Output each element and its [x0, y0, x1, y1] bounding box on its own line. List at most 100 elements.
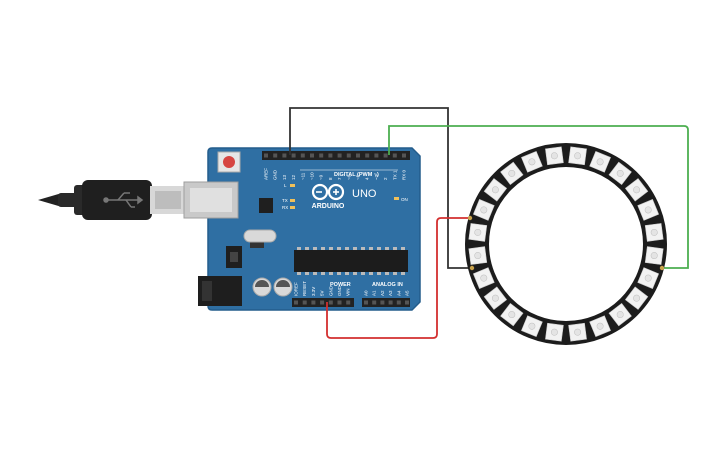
header-pin-hole[interactable] — [320, 300, 325, 305]
neopixel-led — [568, 146, 587, 166]
neopixel-led-lens — [491, 294, 499, 302]
neopixel-led — [644, 246, 664, 265]
usb-cable[interactable] — [38, 180, 186, 220]
chip-pin — [345, 247, 349, 250]
header-pin-hole[interactable] — [264, 153, 268, 158]
header-pin-hole[interactable] — [319, 153, 324, 158]
neopixel-led-lens — [474, 252, 482, 260]
neopixel-ring[interactable] — [465, 143, 667, 345]
wire-5v-red[interactable] — [326, 217, 470, 339]
ring-pad-data-in[interactable] — [659, 265, 665, 271]
analog-header — [362, 298, 410, 307]
neopixel-led — [472, 199, 495, 221]
chip-pin — [305, 272, 309, 275]
neopixel-led — [637, 199, 660, 221]
neopixel-led — [468, 246, 488, 265]
usb-cable-tail — [38, 193, 62, 207]
header-pin-hole[interactable] — [273, 153, 278, 158]
header-pin-hole[interactable] — [380, 300, 385, 305]
header-pin-hole[interactable] — [291, 153, 296, 158]
neopixel-led-lens — [480, 206, 488, 214]
header-pin-hole[interactable] — [300, 153, 305, 158]
neopixel-led-lens — [644, 206, 652, 214]
neopixel-led-lens — [574, 152, 582, 160]
neopixel-led-lens — [550, 328, 558, 336]
neopixel-led-lens — [650, 228, 658, 236]
pin-label: ~6 — [346, 174, 351, 180]
neopixel-led-lens — [596, 158, 604, 166]
neopixel-led — [644, 223, 664, 242]
pin-label: 12 — [291, 174, 296, 180]
pin-label: AREF — [264, 168, 269, 180]
neopixel-led — [521, 150, 543, 173]
header-pin-hole[interactable] — [311, 300, 316, 305]
header-pin-hole[interactable] — [383, 153, 388, 158]
reset-button-cap[interactable] — [223, 156, 235, 168]
chip-pin — [353, 247, 357, 250]
neopixel-led — [483, 178, 508, 202]
pin-label: TX 1 — [392, 170, 397, 180]
pin-label: 13 — [282, 174, 287, 180]
neopixel-led — [521, 315, 543, 338]
header-pin-hole[interactable] — [396, 300, 401, 305]
header-pin-hole[interactable] — [388, 300, 393, 305]
neopixel-led — [500, 302, 524, 327]
neopixel-led-lens — [528, 322, 536, 330]
header-pin-hole[interactable] — [294, 300, 298, 305]
wire-gnd-black[interactable] — [289, 107, 472, 269]
usb-plug-metal-inner — [155, 191, 181, 209]
ring-pad-power[interactable] — [467, 215, 473, 221]
arduino-brand-label: ARDUINO — [312, 203, 345, 210]
usb-interface-chip — [259, 198, 273, 213]
header-pin-hole[interactable] — [402, 153, 406, 158]
neopixel-led — [624, 286, 649, 310]
header-pin-hole[interactable] — [374, 153, 379, 158]
header-pin-hole[interactable] — [392, 153, 397, 158]
header-pin-hole[interactable] — [328, 153, 333, 158]
pin-label: ~9 — [319, 174, 324, 180]
header-pin-hole[interactable] — [356, 153, 360, 158]
header-pin-hole[interactable] — [282, 153, 287, 158]
header-pin-hole[interactable] — [337, 153, 342, 158]
pin-label: ~11 — [300, 172, 305, 180]
l-led — [290, 184, 295, 187]
pin-label: GND — [337, 285, 342, 296]
neopixel-led — [545, 146, 564, 166]
chip-pin — [353, 272, 357, 275]
neopixel-led-lens — [633, 186, 641, 194]
chip-pin — [305, 247, 309, 250]
header-pin-hole[interactable] — [328, 300, 333, 305]
pin-label: 7 — [337, 177, 342, 180]
header-pin-hole[interactable] — [346, 300, 351, 305]
neopixel-led-lens — [633, 294, 641, 302]
wire-data-green[interactable] — [388, 125, 689, 269]
chip-pin — [369, 272, 373, 275]
pin-label: ~3 — [374, 174, 379, 180]
chip-pin — [369, 247, 373, 250]
header-pin-hole[interactable] — [365, 153, 370, 158]
pin-label: 3.3V — [311, 287, 316, 296]
chip-pin — [377, 247, 381, 250]
chip-pin — [385, 247, 389, 250]
header-pin-hole[interactable] — [346, 153, 351, 158]
atmega-pins — [297, 247, 405, 275]
header-pin-hole[interactable] — [302, 300, 307, 305]
neopixel-led — [500, 161, 524, 186]
pin-label: A1 — [372, 290, 377, 296]
usb-b-jack-inner — [190, 188, 232, 212]
regulator-chip-tab — [230, 252, 238, 262]
chip-pin — [313, 247, 317, 250]
chip-pin — [401, 247, 405, 250]
pin-label: A2 — [380, 290, 385, 296]
header-pin-hole[interactable] — [337, 300, 342, 305]
analog-section-label: ANALOG IN — [372, 282, 403, 288]
header-pin-hole[interactable] — [405, 300, 409, 305]
header-pin-hole[interactable] — [364, 300, 368, 305]
ring-pad-ground[interactable] — [469, 265, 475, 271]
neopixel-led-lens — [596, 322, 604, 330]
header-pin-hole[interactable] — [310, 153, 314, 158]
pin-label: RESET — [302, 281, 307, 296]
header-pin-hole[interactable] — [372, 300, 377, 305]
